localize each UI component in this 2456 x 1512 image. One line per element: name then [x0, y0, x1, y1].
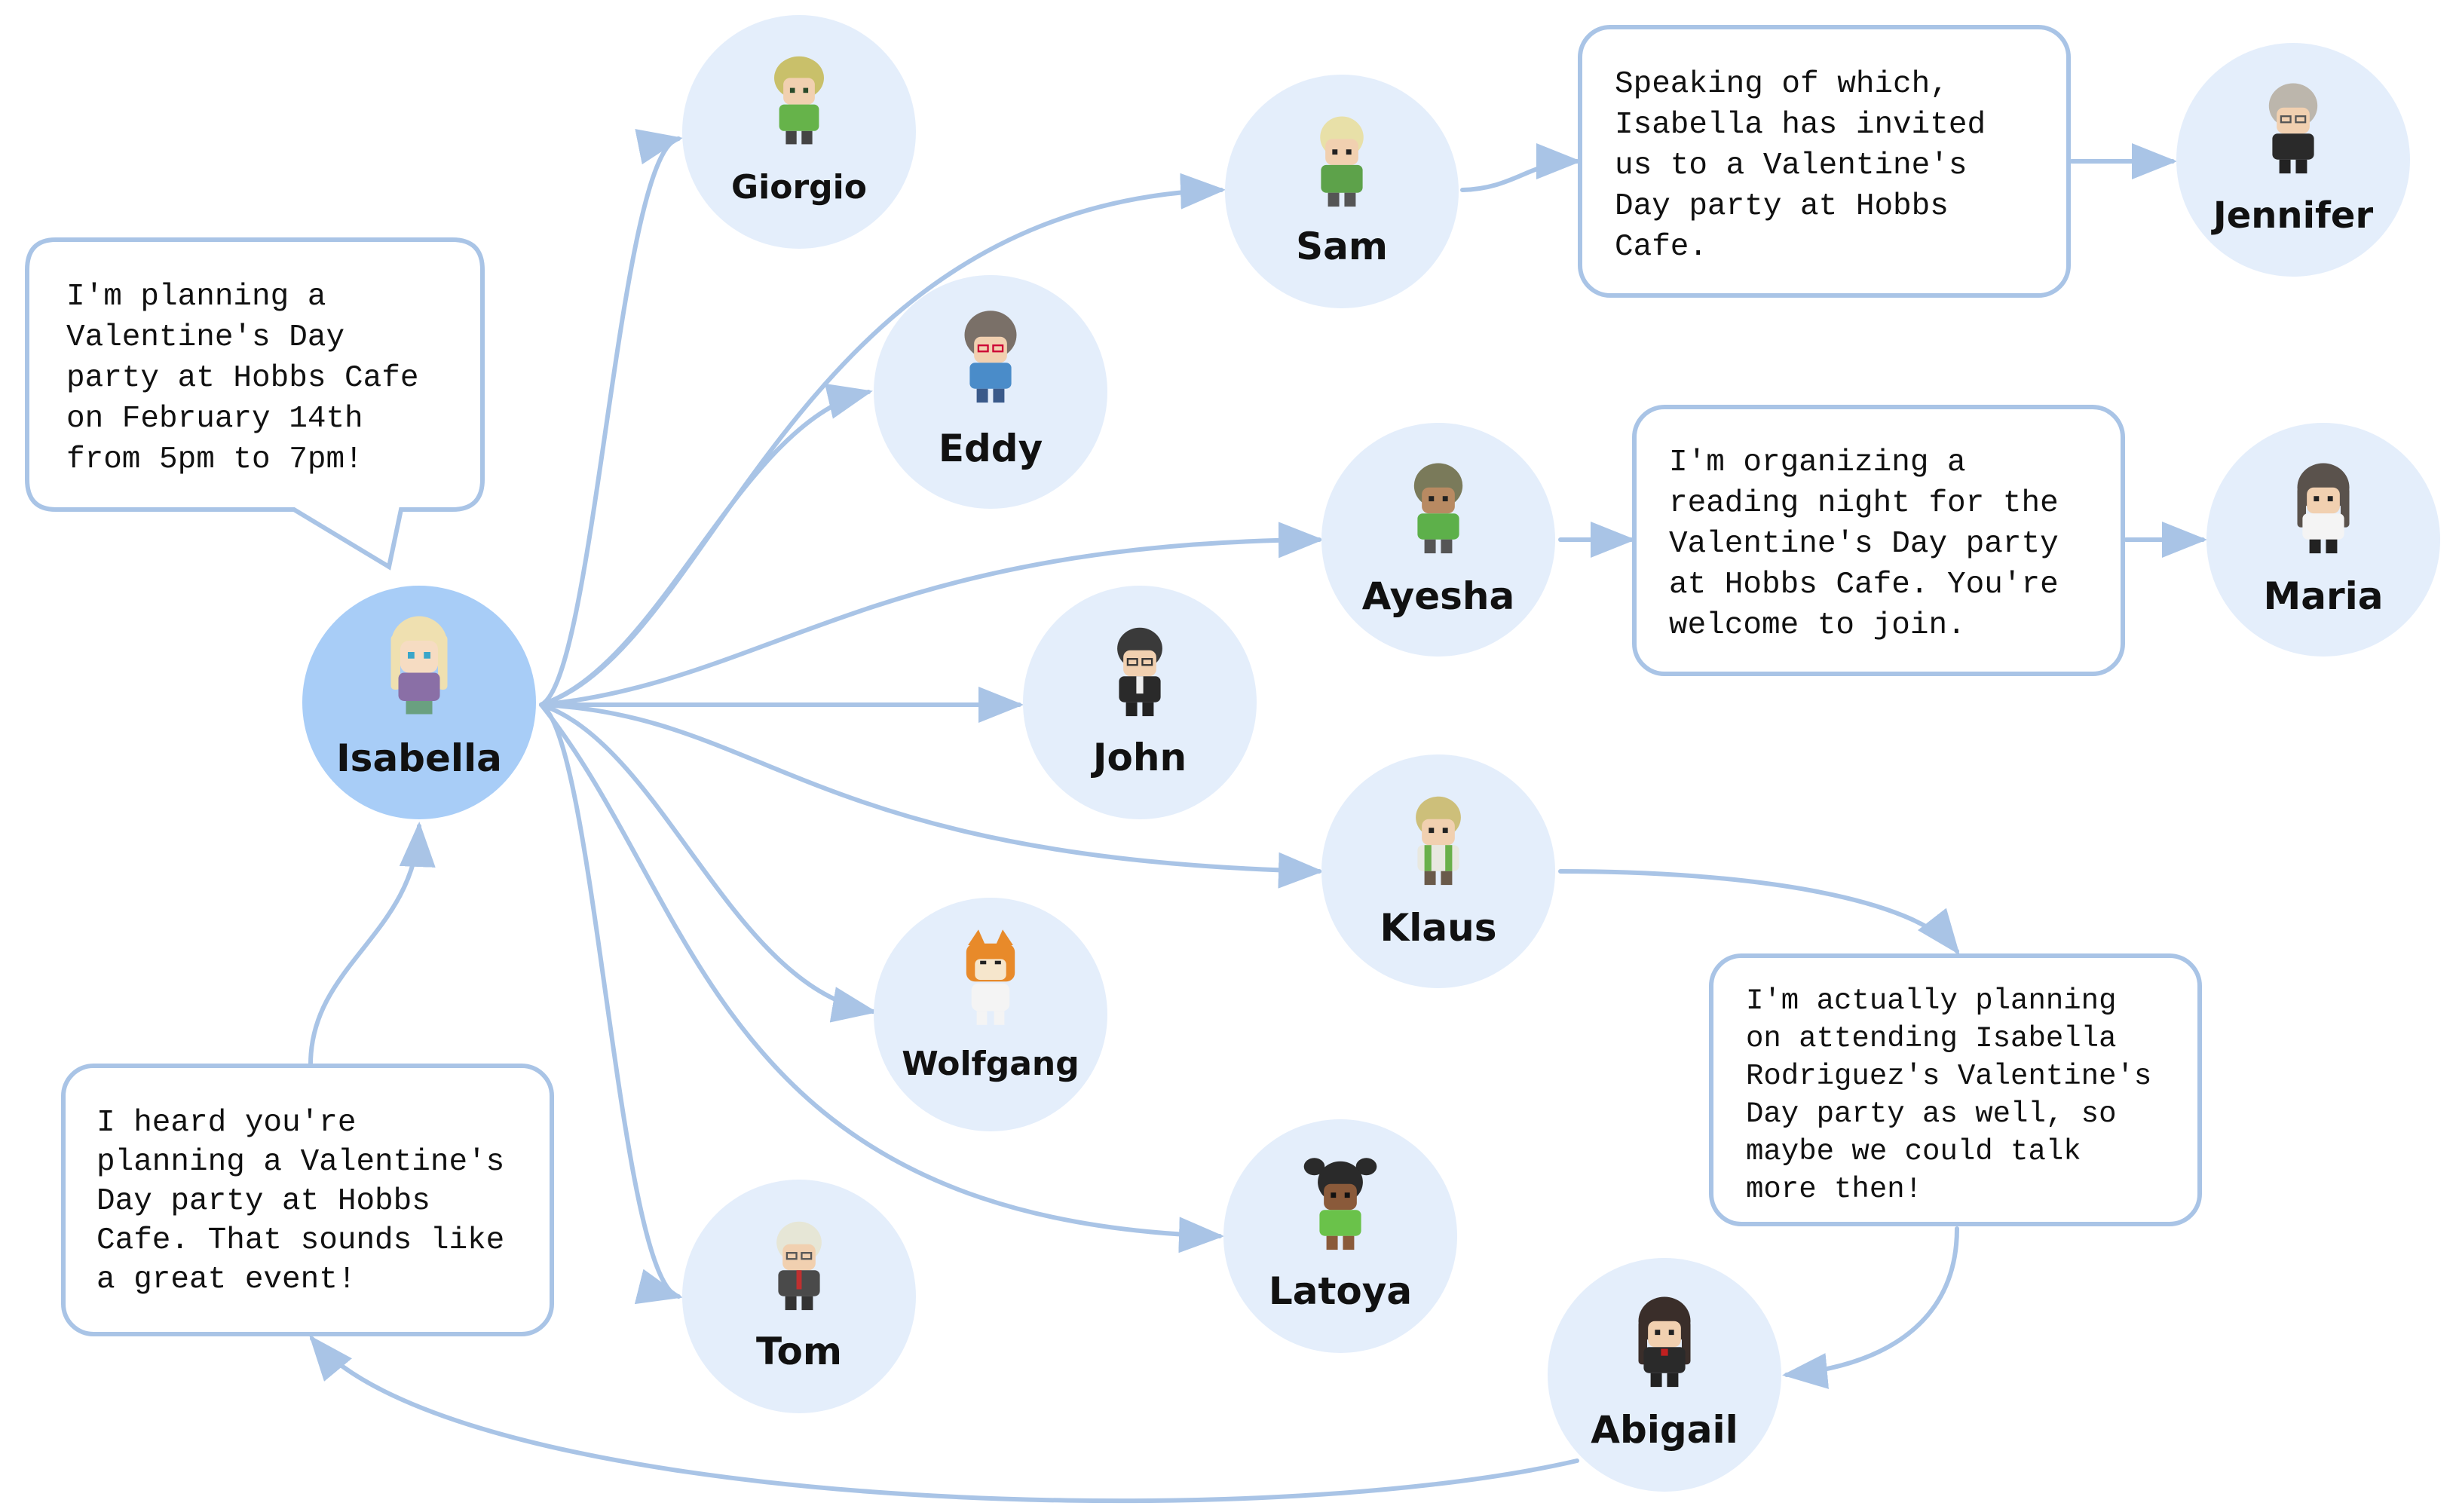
bubble-sam-jennifer: Speaking of which, Isabella has invited … [1578, 25, 2071, 298]
bubble-line: Day party as well, so [1746, 1097, 2116, 1131]
edge-isabella-klaus [539, 702, 1324, 889]
node-label: Latoya [1269, 1269, 1412, 1313]
bubble-line: on attending Isabella [1746, 1022, 2116, 1055]
bubble-line: I heard you're [96, 1106, 356, 1140]
bubble-line: I'm actually planning [1746, 984, 2116, 1018]
node-sam[interactable]: Sam [1225, 75, 1459, 308]
node-label: Sam [1296, 225, 1388, 268]
node-label: Maria [2263, 574, 2383, 618]
bubble-line: Isabella has invited [1615, 108, 1986, 142]
bubble-line: I'm planning a [66, 280, 326, 314]
node-label: Klaus [1380, 906, 1497, 950]
node-maria[interactable]: Maria [2206, 423, 2440, 657]
node-ayesha[interactable]: Ayesha [1321, 423, 1555, 657]
bubble-line: Cafe. [1615, 230, 1707, 265]
node-tom[interactable]: Tom [682, 1180, 916, 1413]
node-abigail[interactable]: Abigail [1548, 1258, 1781, 1492]
bubble-klaus-abigail: I'm actually planning on attending Isabe… [1709, 953, 2202, 1226]
node-label: Giorgio [731, 168, 867, 207]
bubble-line: a great event! [96, 1263, 356, 1297]
latoya-avatar-icon [1303, 1158, 1377, 1250]
node-label: Wolfgang [902, 1045, 1079, 1083]
bubble-line: at Hobbs Cafe. You're [1669, 568, 2059, 602]
node-giorgio[interactable]: Giorgio [682, 15, 916, 249]
sam-avatar-icon [1320, 116, 1364, 207]
abigail-avatar-icon [1638, 1296, 1691, 1388]
bubble-line: from 5pm to 7pm! [66, 442, 363, 477]
bubble-ayesha-maria: I'm organizing a reading night for the V… [1632, 405, 2125, 676]
maria-avatar-icon [2297, 463, 2350, 554]
bubble-line: more then! [1746, 1173, 1922, 1206]
bubble-text: I heard you're planning a Valentine's Da… [96, 1106, 523, 1297]
bubble-text: I'm organizing a reading night for the V… [1669, 445, 2077, 643]
edge-isabella-latoya [539, 702, 1224, 1253]
edge-isabella-tom [539, 702, 683, 1304]
node-label: Eddy [939, 427, 1043, 470]
john-avatar-icon [1117, 627, 1162, 717]
bubble-line: Speaking of which, [1615, 67, 1949, 102]
giorgio-avatar-icon [774, 56, 824, 145]
node-john[interactable]: John [1023, 586, 1257, 819]
bubble-line: maybe we could talk [1746, 1135, 2081, 1168]
bubble-line: planning a Valentine's [96, 1145, 504, 1180]
edge-sam-bubble [1460, 143, 1582, 192]
bubble-text: I'm planning a Valentine's Day party at … [66, 280, 437, 477]
node-label: Ayesha [1362, 574, 1515, 618]
node-label: Isabella [336, 736, 502, 780]
ayesha-avatar-icon [1413, 463, 1463, 554]
edge-isabella-wolfgang [539, 702, 877, 1023]
edge-bubble-isabella [308, 822, 436, 1067]
node-label: Jennifer [2211, 194, 2374, 237]
node-eddy[interactable]: Eddy [874, 275, 1107, 509]
node-isabella[interactable]: Isabella [302, 586, 536, 819]
bubble-line: reading night for the [1669, 486, 2059, 521]
node-label: Abigail [1591, 1408, 1738, 1452]
edge-isabella-sam [539, 173, 1226, 707]
tom-avatar-icon [776, 1221, 822, 1311]
jennifer-avatar-icon [2268, 83, 2318, 174]
edge-isabella-ayesha [539, 522, 1324, 707]
bubble-line: Day party at Hobbs [1615, 189, 1949, 224]
bubble-isabella-plan: I'm planning a Valentine's Day party at … [25, 237, 485, 571]
bubble-line: us to a Valentine's [1615, 148, 1967, 183]
edges [308, 129, 2207, 1504]
node-label: John [1091, 736, 1187, 779]
eddy-avatar-icon [964, 311, 1017, 403]
isabella-avatar-icon [390, 616, 448, 715]
edge-isabella-giorgio [539, 129, 683, 707]
edge-klaus-bubble [1558, 869, 1960, 955]
bubble-text: Speaking of which, Isabella has invited … [1615, 67, 2004, 265]
node-label: Tom [756, 1330, 842, 1373]
node-klaus[interactable]: Klaus [1321, 754, 1555, 988]
bubble-line: party at Hobbs Cafe [66, 361, 418, 396]
node-jennifer[interactable]: Jennifer [2176, 43, 2410, 277]
bubble-line: I'm organizing a [1669, 445, 1966, 480]
bubble-abigail-isabella: I heard you're planning a Valentine's Da… [61, 1064, 554, 1336]
bubble-line: Day party at Hobbs [96, 1184, 430, 1219]
bubble-line: Valentine's Day party [1669, 527, 2059, 562]
bubble-line: welcome to join. [1669, 608, 1966, 643]
edge-isabella-eddy [539, 383, 873, 707]
wolfgang-avatar-icon [966, 929, 1015, 1025]
bubble-line: Rodriguez's Valentine's [1746, 1060, 2151, 1093]
bubble-text: I'm actually planning on attending Isabe… [1746, 984, 2170, 1206]
bubble-line: Cafe. That sounds like [96, 1223, 504, 1258]
klaus-avatar-icon [1416, 796, 1461, 886]
node-wolfgang[interactable]: Wolfgang [874, 898, 1107, 1131]
bubble-line: Valentine's Day [66, 320, 345, 355]
edge-abigail-bubble [309, 1335, 1579, 1504]
edge-bubble-abigail [1782, 1226, 1959, 1389]
bubble-line: on February 14th [66, 402, 363, 436]
node-latoya[interactable]: Latoya [1223, 1119, 1457, 1353]
